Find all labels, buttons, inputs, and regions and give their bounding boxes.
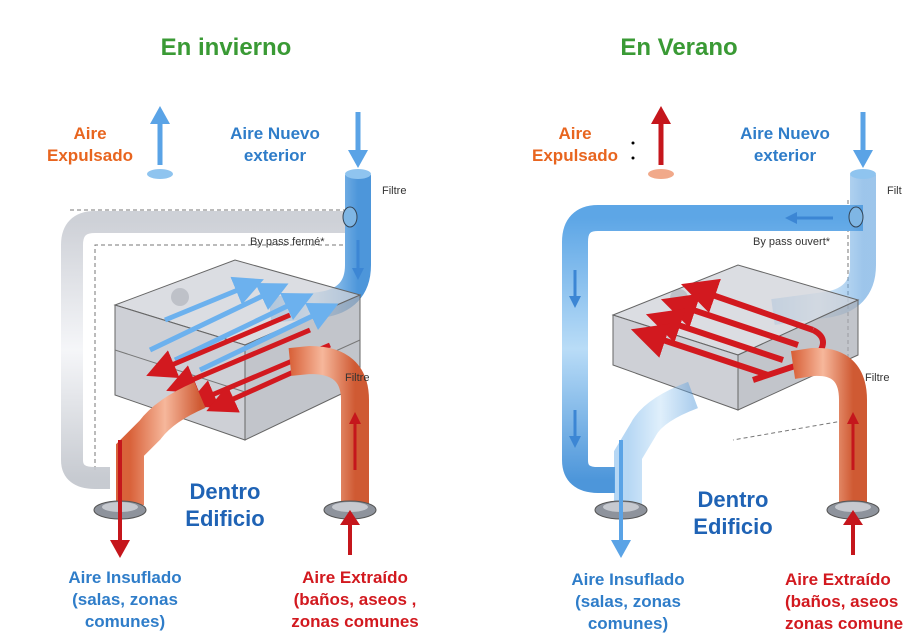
- exhaust-arrow-head: [651, 106, 671, 124]
- fresh-air-duct-top: [345, 169, 371, 179]
- bypass-flow-arrow-head: [785, 212, 797, 224]
- summer-exhaust-label-line2: Expulsado: [532, 146, 618, 165]
- summer-bypass-label: By pass ouvert*: [753, 236, 831, 248]
- warm-flow-arrows: [630, 278, 814, 378]
- bypass-down-arrow-2-head: [569, 436, 581, 448]
- winter-diagram: [61, 106, 377, 558]
- winter-extract-label: Aire Extraído (baños, aseos , zonas comu…: [275, 567, 435, 633]
- fresh-air-inner-arrow-head: [352, 268, 364, 280]
- dot: [631, 141, 635, 145]
- bypass-valve: [342, 206, 358, 228]
- fresh-air-arrow-head: [853, 150, 873, 168]
- winter-extract-label-line2: (baños, aseos ,: [293, 590, 417, 609]
- extract-inner-arrow-head: [349, 412, 361, 424]
- exhaust-arrow-head: [150, 106, 170, 124]
- winter-fresh-label: Aire Nuevo exterior: [215, 123, 335, 167]
- summer-inside-label-line2: Edificio: [693, 514, 773, 539]
- bypass-down-arrow-head: [569, 296, 581, 308]
- summer-extract-label-line3: zonas comune: [785, 614, 904, 633]
- bypass-duct: [562, 205, 863, 493]
- winter-title: En invierno: [160, 34, 292, 61]
- winter-fresh-label-line1: Aire Nuevo: [230, 124, 320, 143]
- dot: [631, 156, 635, 160]
- summer-fresh-label-line1: Aire Nuevo: [740, 124, 830, 143]
- winter-supply-label-line3: comunes): [84, 612, 166, 631]
- winter-filter-top: Filtre: [382, 185, 407, 197]
- winter-exhaust-label-line2: Expulsado: [47, 146, 133, 165]
- summer-filter-side: Filtre: [865, 372, 890, 384]
- supply-duct: [614, 381, 699, 505]
- summer-exhaust-label-line1: Aire: [558, 124, 592, 143]
- bypass-duct: [61, 211, 350, 489]
- extract-arrow-head: [340, 510, 360, 525]
- fresh-air-arrow-head: [348, 150, 368, 168]
- extract-grille-inner: [332, 502, 368, 512]
- cold-flow-arrows: [148, 276, 339, 373]
- winter-bypass-label: By pass fermé*: [250, 236, 325, 248]
- fresh-air-duct-top: [850, 169, 876, 179]
- extract-duct: [288, 345, 369, 505]
- summer-extract-label-line2: (baños, aseos: [785, 592, 899, 611]
- summer-inside-label: Dentro Edificio: [678, 486, 788, 540]
- summer-fresh-label-line2: exterior: [753, 146, 817, 165]
- winter-extract-label-line3: zonas comunes: [291, 612, 419, 631]
- summer-supply-label-line2: (salas, zonas: [575, 592, 681, 611]
- winter-panel: En invierno Aire Expulsado Aire Nuevo ex…: [0, 0, 452, 634]
- winter-filter-side: Filtre: [345, 372, 370, 384]
- extract-arrow-head: [843, 510, 863, 525]
- winter-inside-label-line2: Edificio: [185, 506, 265, 531]
- summer-fresh-label: Aire Nuevo exterior: [725, 123, 845, 167]
- summer-title: En Verano: [620, 34, 738, 61]
- winter-supply-label: Aire Insuflado (salas, zonas comunes): [45, 567, 205, 633]
- extract-inner-arrow-head: [847, 412, 859, 424]
- supply-arrow-head: [110, 540, 130, 558]
- summer-panel: En Verano Aire Expulsado Aire Nuevo exte…: [453, 0, 905, 634]
- supply-arrow-head: [611, 540, 631, 558]
- exhaust-duct-top: [648, 169, 674, 179]
- summer-supply-label: Aire Insuflado (salas, zonas comunes): [548, 569, 708, 634]
- winter-supply-label-line1: Aire Insuflado: [68, 568, 182, 587]
- winter-supply-label-line2: (salas, zonas: [72, 590, 178, 609]
- winter-fresh-label-line2: exterior: [243, 146, 307, 165]
- winter-exhaust-label: Aire Expulsado: [40, 123, 140, 167]
- summer-inside-label-line1: Dentro: [697, 487, 769, 512]
- extract-duct: [790, 347, 867, 505]
- winter-inside-label: Dentro Edificio: [170, 478, 280, 532]
- exhaust-duct-top: [147, 169, 173, 179]
- summer-exhaust-label: Aire Expulsado: [525, 123, 625, 167]
- extract-grille-inner: [835, 502, 871, 512]
- supply-duct: [116, 382, 206, 505]
- summer-supply-label-line1: Aire Insuflado: [571, 570, 685, 589]
- summer-supply-label-line3: comunes): [587, 614, 669, 633]
- bypass-valve: [848, 206, 864, 228]
- summer-diagram: [562, 106, 880, 558]
- summer-filter-top: Filt: [887, 185, 902, 197]
- winter-exhaust-label-line1: Aire: [73, 124, 107, 143]
- winter-extract-label-line1: Aire Extraído: [302, 568, 408, 587]
- summer-extract-label: Aire Extraído (baños, aseos zonas comune: [785, 569, 905, 634]
- summer-extract-label-line1: Aire Extraído: [785, 570, 891, 589]
- winter-inside-label-line1: Dentro: [189, 479, 261, 504]
